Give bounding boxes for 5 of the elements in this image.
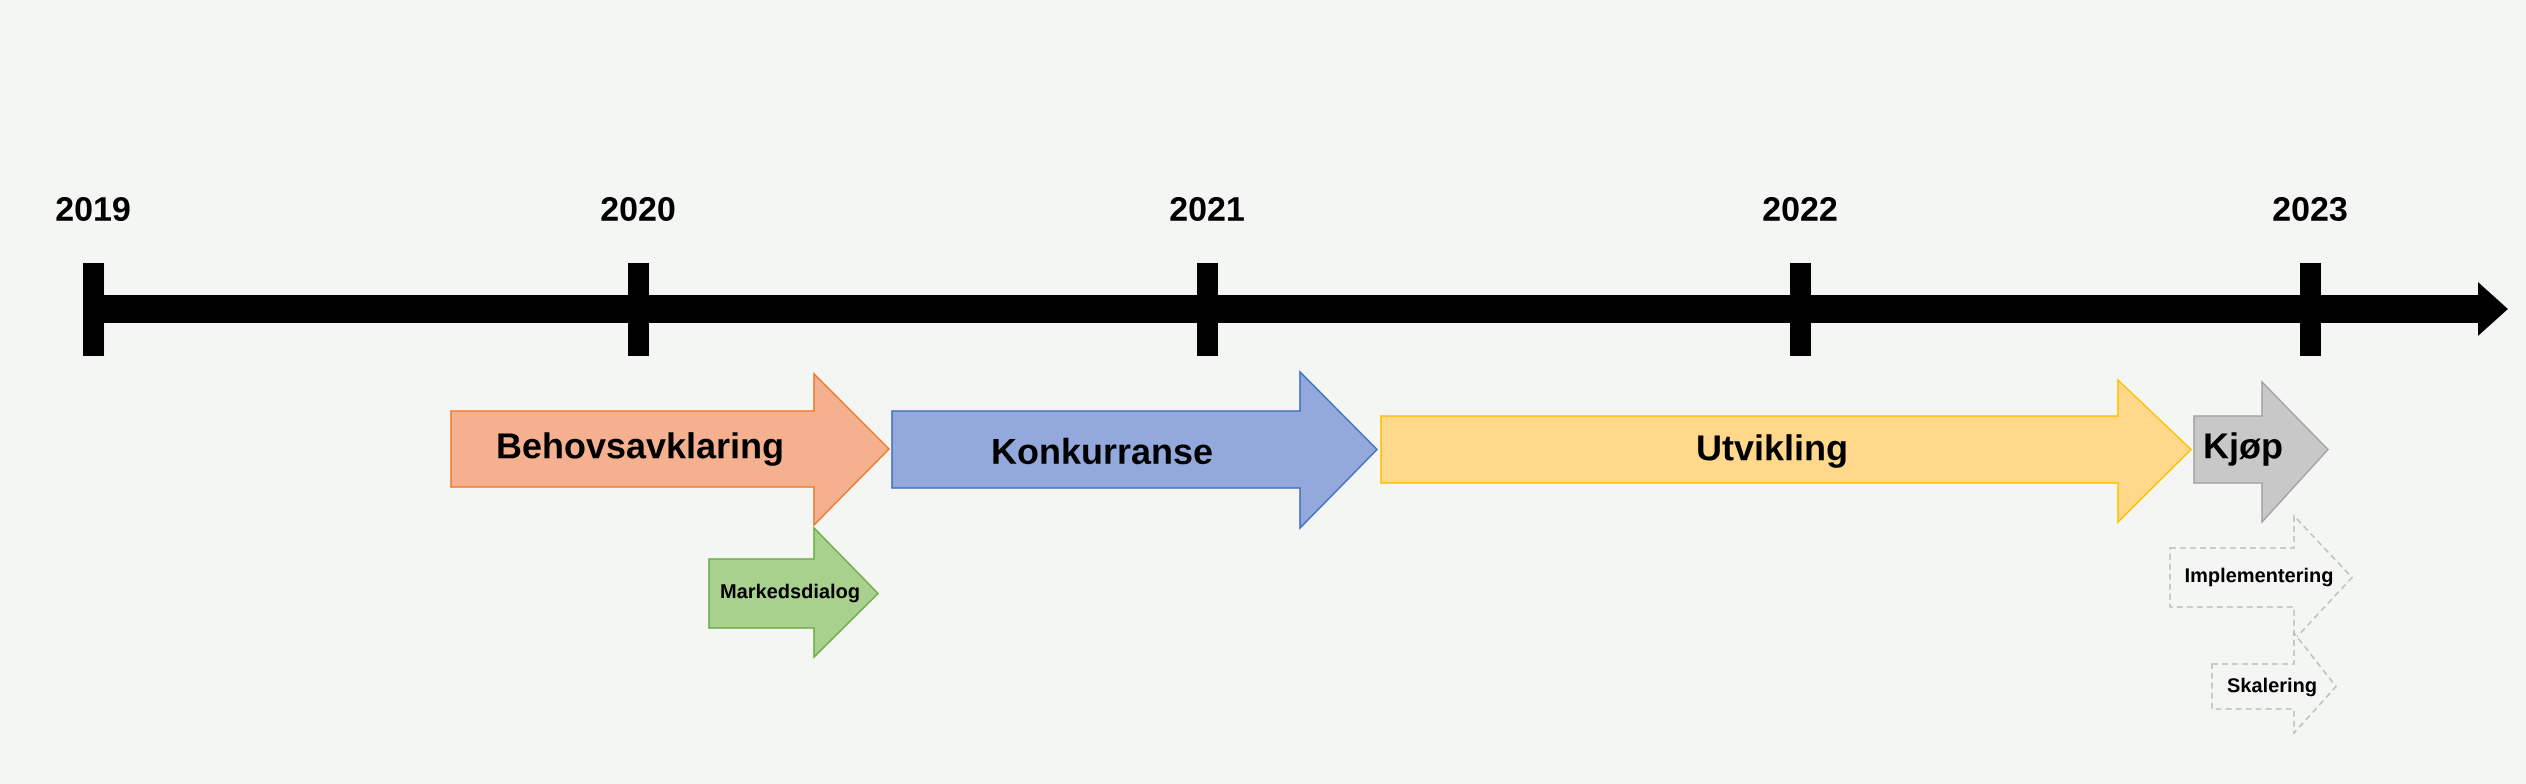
- year-label: 2019: [56, 196, 130, 222]
- year-label: 2022: [1763, 196, 1837, 222]
- year-label: 2021: [1170, 196, 1244, 222]
- year-label: 2023: [2273, 196, 2347, 222]
- year-label: 2020: [601, 196, 675, 222]
